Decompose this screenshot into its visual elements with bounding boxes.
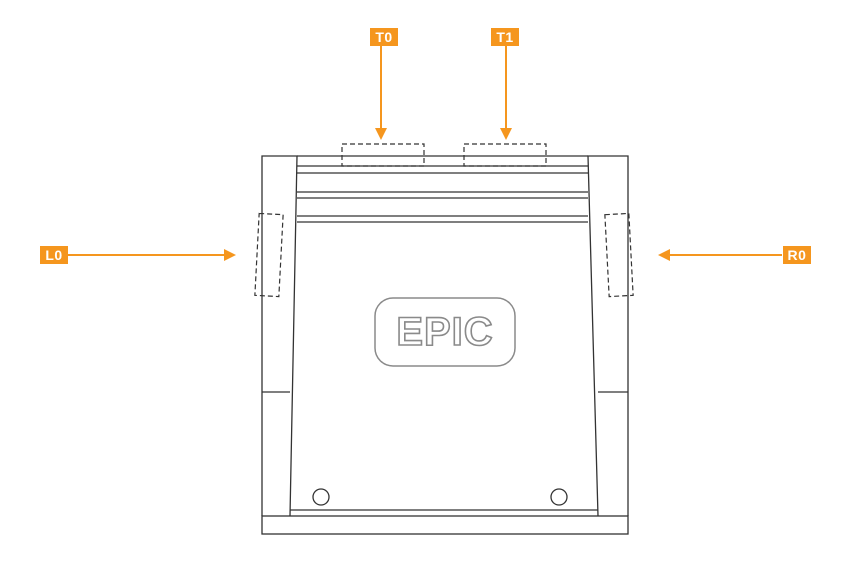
connector-l0-region — [254, 212, 284, 298]
callout-arrows — [68, 46, 782, 261]
connector-r0-region — [604, 212, 634, 298]
device-logo-text: EPIC — [396, 309, 494, 355]
label-r0: R0 — [783, 246, 811, 264]
label-t0: T0 — [370, 28, 398, 46]
logo-badge — [374, 297, 516, 367]
mounting-hole-left — [312, 488, 330, 506]
label-t1: T1 — [491, 28, 519, 46]
arrow-l0-head — [224, 249, 236, 261]
device-housing — [261, 155, 629, 535]
arrow-t1-head — [500, 128, 512, 140]
label-l0: L0 — [40, 246, 68, 264]
connector-t0-region — [341, 143, 425, 167]
arrow-r0-head — [658, 249, 670, 261]
connector-regions — [254, 143, 634, 298]
right-rail-outer — [587, 155, 629, 517]
base-plate — [261, 515, 629, 535]
connector-t1-region — [463, 143, 547, 167]
arrow-t0-head — [375, 128, 387, 140]
mounting-hole-right — [550, 488, 568, 506]
left-rail-outer — [261, 155, 298, 517]
